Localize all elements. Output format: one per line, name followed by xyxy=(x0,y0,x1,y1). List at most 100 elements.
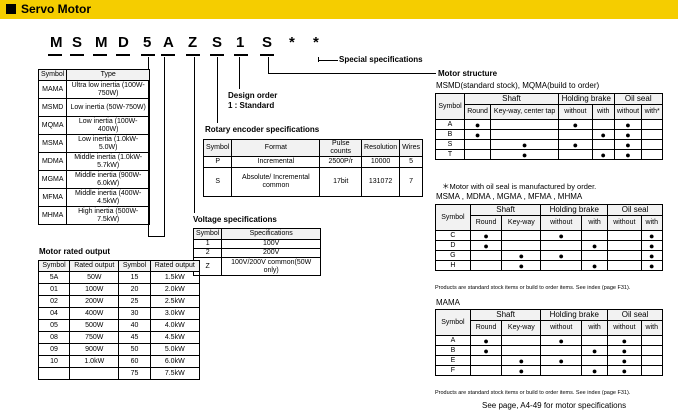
table-header-cell: without xyxy=(613,104,643,120)
table-header-cell: Resolution xyxy=(361,139,401,157)
table-header-cell: Round xyxy=(469,215,503,231)
rotary-encoder-label: Rotary encoder specifications xyxy=(205,125,320,134)
table-cell: 2.0kW xyxy=(149,283,201,296)
table-cell: 75 xyxy=(118,367,151,380)
table-header-cell: with* xyxy=(641,104,663,120)
table-cell: ● xyxy=(640,260,664,271)
table-header-cell: Shaft xyxy=(469,309,542,321)
table-header-cell: Pulse counts xyxy=(319,139,363,157)
table-cell: 400W xyxy=(69,307,120,320)
table-cell: 750W xyxy=(69,331,120,344)
table-cell: D xyxy=(435,240,471,251)
table-header-cell: Round xyxy=(469,320,503,336)
leader-line xyxy=(217,57,218,123)
table-cell xyxy=(501,230,542,241)
table-cell: 50W xyxy=(69,271,120,284)
table-cell: 131072 xyxy=(361,167,401,197)
model-char-underline xyxy=(48,54,62,56)
table-cell: A xyxy=(435,335,471,346)
table-cell: H xyxy=(435,260,471,271)
table-cell: ● xyxy=(581,240,609,251)
model-char-underline xyxy=(93,54,107,56)
table-cell: E xyxy=(435,355,471,366)
table-cell: 50 xyxy=(118,343,151,356)
table-header-cell: Key-way xyxy=(501,320,542,336)
table-cell xyxy=(469,250,503,261)
table-cell: 08 xyxy=(37,331,71,344)
table-header-cell: Round xyxy=(463,104,492,120)
table-cell: 30 xyxy=(118,307,151,320)
table-header-cell: Symbol xyxy=(37,69,68,81)
table-cell: ● xyxy=(501,260,542,271)
table-cell: ● xyxy=(607,365,642,376)
table-cell: ● xyxy=(490,149,559,160)
table-cell: Incremental xyxy=(231,156,321,168)
table-header-cell: without xyxy=(557,104,593,120)
table-cell xyxy=(540,260,583,271)
table-cell: ● xyxy=(469,335,503,346)
model-char: * xyxy=(313,34,319,51)
table-cell: 900W xyxy=(69,343,120,356)
table-cell: 02 xyxy=(37,295,71,308)
table-cell: 5.0kW xyxy=(149,343,201,356)
table-cell xyxy=(469,260,503,271)
table-cell xyxy=(607,240,642,251)
leader-line xyxy=(239,57,240,89)
model-char-underline xyxy=(161,54,175,56)
table-cell: ● xyxy=(540,250,583,261)
table-cell: ● xyxy=(463,119,492,130)
table-row: D●●● xyxy=(435,240,664,251)
table-cell: ● xyxy=(581,345,609,356)
table-cell: Middle inertia (1.0kW-5.7kW) xyxy=(66,152,150,171)
table-cell: 4.0kW xyxy=(149,319,201,332)
table-header-cell: Key-way xyxy=(501,215,542,231)
table-cell: MAMA xyxy=(37,80,68,99)
table-row: E●●● xyxy=(435,355,664,366)
table-cell: ● xyxy=(640,240,664,251)
model-char-underline xyxy=(260,54,274,56)
structure2-note: Products are standard stock items or bui… xyxy=(435,285,631,291)
table-cell xyxy=(557,149,593,160)
table-header-cell: with xyxy=(581,320,609,336)
table-cell: 17bit xyxy=(319,167,363,197)
table-header-cell: Oil seal xyxy=(607,309,663,321)
special-spec-label: Special specifications xyxy=(339,55,423,64)
table-header-cell: Symbol xyxy=(118,260,151,272)
table-cell: 04 xyxy=(37,307,71,320)
table-header-cell: Key-way, center tap xyxy=(490,104,559,120)
table-row: S●●● xyxy=(435,139,663,150)
section-title: Servo Motor xyxy=(21,2,92,16)
table-cell: G xyxy=(435,250,471,261)
structure3-caption: MAMA xyxy=(436,298,460,307)
table-cell: ● xyxy=(463,129,492,140)
leader-line xyxy=(164,57,165,237)
table-header-cell: with xyxy=(640,215,664,231)
table-cell: ● xyxy=(613,119,643,130)
table-cell: 1 xyxy=(192,239,223,249)
table-cell: ● xyxy=(581,365,609,376)
table-cell xyxy=(640,355,664,366)
design-order-label: Design order xyxy=(228,91,278,100)
leader-line xyxy=(318,57,319,62)
header-square-icon xyxy=(6,4,16,14)
model-char: S xyxy=(72,34,83,51)
table-cell xyxy=(501,240,542,251)
model-char: Z xyxy=(188,34,198,51)
table-cell: 200V xyxy=(221,248,321,258)
